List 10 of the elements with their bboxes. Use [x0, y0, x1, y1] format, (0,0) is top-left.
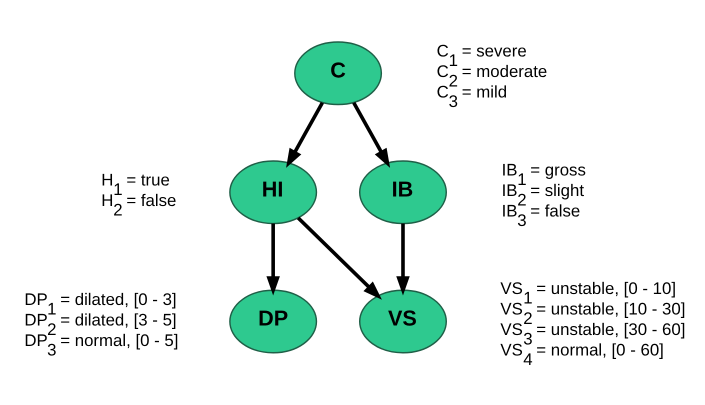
- arrow: [296, 216, 382, 300]
- node-ellipse: VS: [359, 290, 447, 354]
- arrow: [352, 102, 390, 168]
- node-ellipse: C: [294, 41, 382, 106]
- arrow: [266, 224, 280, 296]
- arrow: [286, 102, 324, 168]
- node-ellipse: HI: [229, 160, 318, 224]
- arrow: [396, 224, 410, 296]
- node-ellipse: IB: [359, 160, 447, 224]
- node-ellipse: DP: [229, 290, 318, 354]
